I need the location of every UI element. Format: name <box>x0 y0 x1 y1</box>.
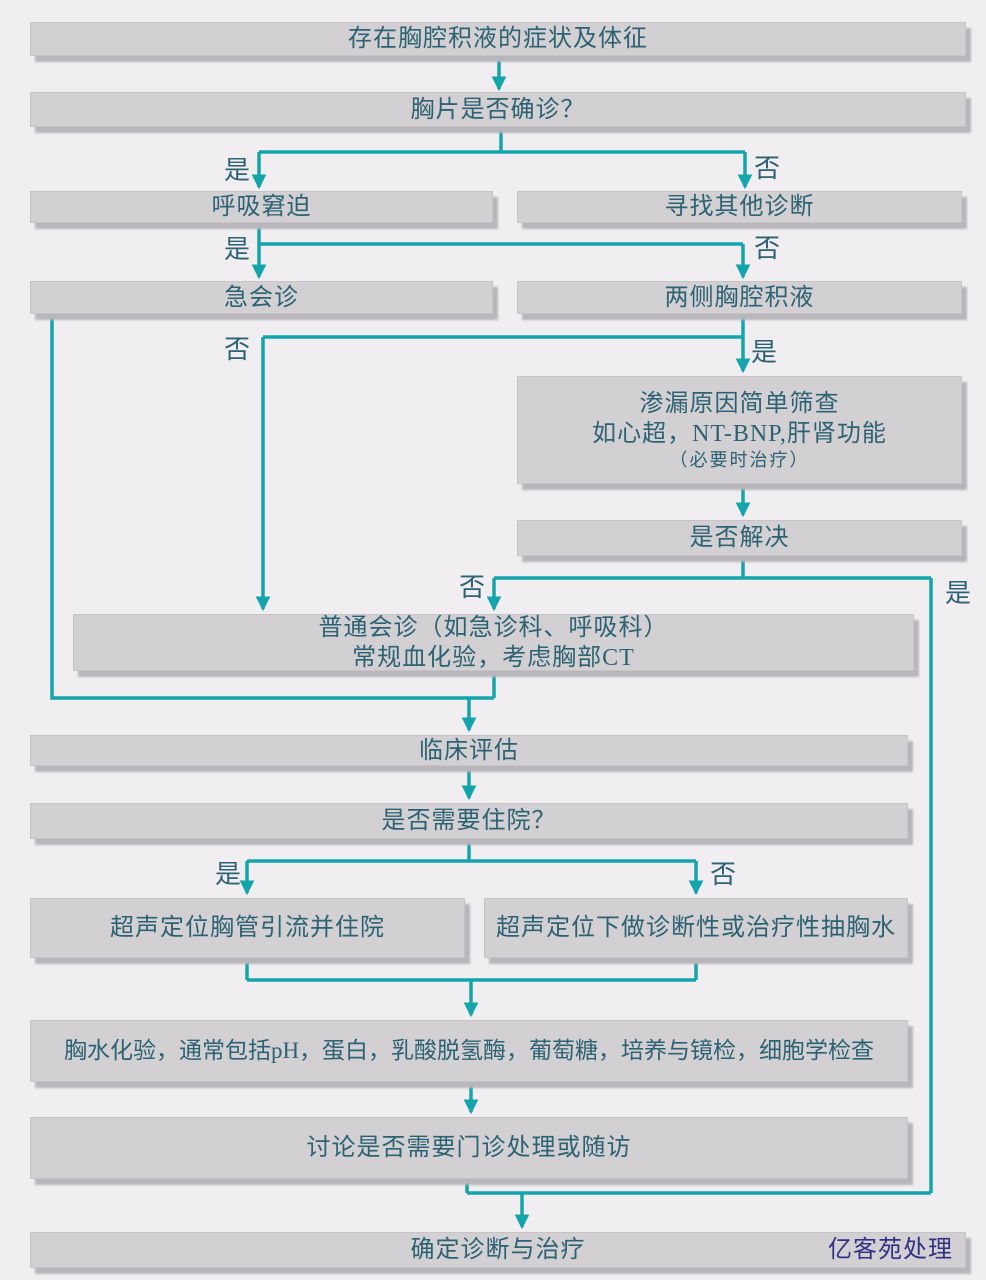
branch-label-yes-cxr: 是 <box>223 156 251 185</box>
branch-label-yes-resolved: 是 <box>944 579 972 608</box>
branch-label-yes-bilateral: 是 <box>750 338 778 367</box>
node-label: 寻找其他诊断 <box>664 194 815 220</box>
node-resolved: 是否解决 <box>517 520 962 556</box>
node-respiratory-distress: 呼吸窘迫 <box>30 191 493 223</box>
branch-label-no-distress: 否 <box>753 234 781 263</box>
node-bilateral-effusion: 两侧胸腔积液 <box>517 281 962 314</box>
node-start: 存在胸腔积液的症状及体征 <box>30 22 966 56</box>
node-label: 超声定位胸管引流并住院 <box>110 915 385 941</box>
node-label: 确定诊断与治疗 <box>410 1237 586 1263</box>
node-label: 普通会诊（如急诊科、呼吸科） <box>318 614 669 641</box>
node-label: 讨论是否需要门诊处理或随访 <box>306 1135 632 1161</box>
node-label: 是否需要住院？ <box>381 808 557 834</box>
connector <box>50 314 494 700</box>
branch-label-yes-distress: 是 <box>223 235 251 264</box>
branch-label-yes-admit: 是 <box>214 860 242 889</box>
node-outpatient-followup: 讨论是否需要门诊处理或随访 <box>30 1117 908 1179</box>
branch-label-no-resolved: 否 <box>458 573 486 602</box>
node-label: 存在胸腔积液的症状及体征 <box>348 26 648 52</box>
node-label: 常规血化验，考虑胸部CT <box>352 644 635 671</box>
node-label: 胸片是否确诊？ <box>410 96 586 123</box>
node-label: 临床评估 <box>419 737 519 764</box>
node-fluid-tests: 胸水化验，通常包括pH，蛋白，乳酸脱氢酶，葡萄糖，培养与镜检，细胞学检查 <box>30 1020 908 1082</box>
node-label: 两侧胸腔积液 <box>664 284 815 311</box>
node-label: 如心超，NT-BNP,肝肾功能 <box>592 420 887 447</box>
node-seek-other-diagnosis: 寻找其他诊断 <box>517 191 962 223</box>
node-label: 超声定位下做诊断性或治疗性抽胸水 <box>496 915 896 941</box>
node-general-consult: 普通会诊（如急诊科、呼吸科） 常规血化验，考虑胸部CT <box>73 614 914 671</box>
node-clinical-eval: 临床评估 <box>30 735 908 766</box>
node-thoracentesis: 超声定位下做诊断性或治疗性抽胸水 <box>484 898 908 958</box>
node-admit-question: 是否需要住院？ <box>30 803 908 839</box>
node-label: 胸水化验，通常包括pH，蛋白，乳酸脱氢酶，葡萄糖，培养与镜检，细胞学检查 <box>63 1037 875 1063</box>
branch-label-no-cxr: 否 <box>753 154 781 183</box>
node-final-diagnosis: 确定诊断与治疗 亿客苑处理 <box>30 1232 966 1268</box>
watermark-text: 亿客苑处理 <box>828 1237 953 1263</box>
branch-label-no-bilateral: 否 <box>223 335 251 364</box>
node-label: 渗漏原因简单筛查 <box>639 390 840 417</box>
node-label: 呼吸窘迫 <box>211 194 312 220</box>
node-label: （必要时治疗） <box>669 449 810 470</box>
node-transudate-screen: 渗漏原因简单筛查 如心超，NT-BNP,肝肾功能 （必要时治疗） <box>517 376 962 484</box>
node-label: 急会诊 <box>224 284 299 311</box>
node-chest-tube-admit: 超声定位胸管引流并住院 <box>30 898 465 958</box>
node-label: 是否解决 <box>689 525 790 551</box>
node-cxr-confirm: 胸片是否确诊？ <box>30 92 966 127</box>
branch-label-no-admit: 否 <box>709 860 737 889</box>
node-urgent-consult: 急会诊 <box>30 281 493 314</box>
